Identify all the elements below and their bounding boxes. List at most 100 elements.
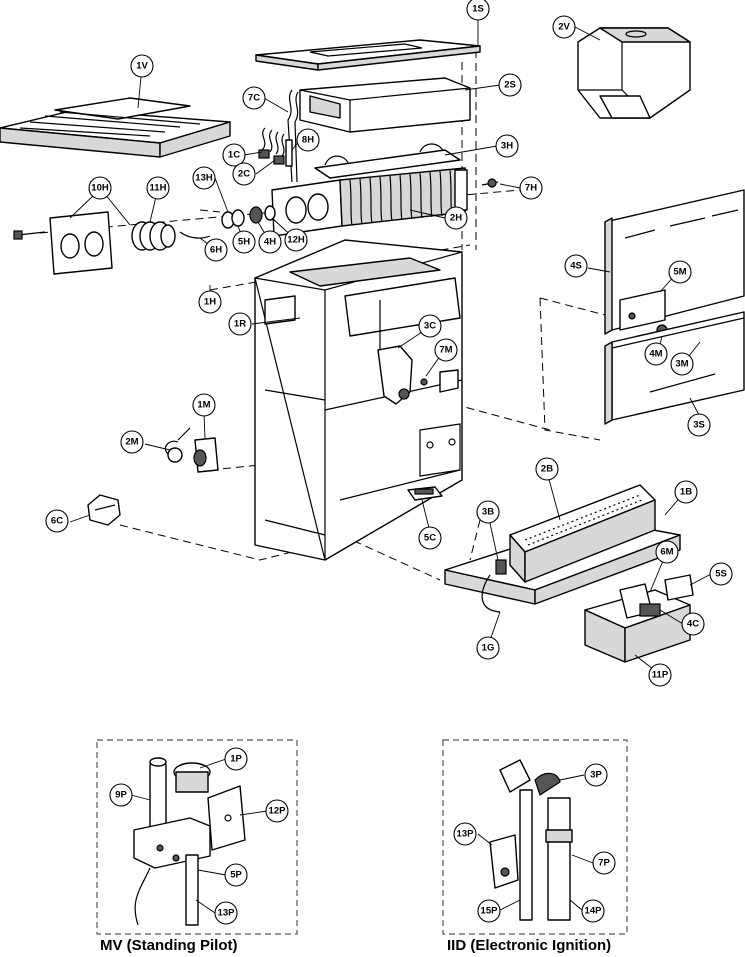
svg-text:12H: 12H <box>287 235 305 246</box>
svg-text:5C: 5C <box>424 533 436 544</box>
cover-2s <box>299 77 471 133</box>
svg-text:12P: 12P <box>269 806 287 817</box>
svg-text:2B: 2B <box>541 464 553 475</box>
svg-text:6C: 6C <box>51 516 63 527</box>
svg-text:5S: 5S <box>715 569 727 580</box>
callout-2h: 2H <box>444 206 468 230</box>
callout-12h: 12H <box>284 228 308 252</box>
svg-text:2H: 2H <box>450 213 462 224</box>
callout-1c: 1C <box>222 143 246 167</box>
callout-4c: 4C <box>681 612 705 636</box>
callout-12p: 12P <box>265 799 289 823</box>
callout-6m: 6M <box>655 540 679 564</box>
front-panel-4s <box>604 189 745 335</box>
callout-1s: 1S <box>466 0 490 21</box>
control-1m <box>164 427 219 473</box>
svg-text:4C: 4C <box>687 619 699 630</box>
cabinet-1r <box>254 239 463 561</box>
callout-5p: 5P <box>224 863 248 887</box>
callout-3h: 3H <box>495 134 519 158</box>
svg-text:9P: 9P <box>115 790 127 801</box>
callout-1b: 1B <box>674 480 698 504</box>
callout-7h: 7H <box>519 176 543 200</box>
vent-top-1v <box>0 97 231 158</box>
callout-1r: 1R <box>228 312 252 336</box>
callout-5m: 5M <box>668 260 692 284</box>
bracket-6c <box>87 494 121 526</box>
callout-5h: 5H <box>232 230 256 254</box>
svg-text:5H: 5H <box>238 237 250 248</box>
svg-text:10H: 10H <box>91 183 109 194</box>
callout-3b: 3B <box>476 500 500 524</box>
svg-text:1H: 1H <box>204 297 216 308</box>
iid-inset-box <box>442 739 628 935</box>
callout-7p: 7P <box>592 851 616 875</box>
svg-text:8H: 8H <box>302 135 314 146</box>
svg-text:4S: 4S <box>570 261 582 272</box>
mv-pilot-assembly <box>133 757 246 926</box>
svg-text:11H: 11H <box>150 183 167 194</box>
callout-2m: 2M <box>120 430 144 454</box>
callout-3m: 3M <box>670 352 694 376</box>
callout-1g: 1G <box>476 636 500 660</box>
header-fittings <box>13 205 276 275</box>
callout-2s: 2S <box>498 73 522 97</box>
callout-6c: 6C <box>45 509 69 533</box>
callout-3s: 3S <box>687 413 711 437</box>
callout-1p: 1P <box>224 747 248 771</box>
draft-hood-2v <box>577 27 691 119</box>
svg-text:6H: 6H <box>210 245 222 256</box>
callout-13p-iid: 13P <box>453 822 477 846</box>
svg-text:14P: 14P <box>585 906 603 917</box>
svg-text:1S: 1S <box>472 4 484 15</box>
callout-1m: 1M <box>192 393 216 417</box>
svg-text:2C: 2C <box>238 169 250 180</box>
heat-exchanger-2h <box>271 167 468 237</box>
svg-text:1B: 1B <box>680 487 692 498</box>
callout-1h: 1H <box>198 290 222 314</box>
svg-text:2M: 2M <box>125 437 138 448</box>
svg-text:1G: 1G <box>482 643 495 654</box>
mv-caption: MV (Standing Pilot) <box>100 937 237 954</box>
svg-text:1V: 1V <box>136 61 148 72</box>
header-3h <box>314 143 461 179</box>
svg-text:1M: 1M <box>197 400 210 411</box>
callout-2v: 2V <box>552 15 576 39</box>
callout-5s: 5S <box>709 562 733 586</box>
svg-text:3P: 3P <box>590 770 602 781</box>
callout-11h: 11H <box>146 176 170 200</box>
svg-text:11P: 11P <box>652 670 669 681</box>
callout-15p: 15P <box>477 899 501 923</box>
svg-text:3S: 3S <box>693 420 705 431</box>
callout-4h: 4H <box>258 230 282 254</box>
callout-3p: 3P <box>584 763 608 787</box>
bypass-7h <box>481 178 499 188</box>
svg-text:7M: 7M <box>439 345 452 356</box>
svg-text:4M: 4M <box>649 349 662 360</box>
callout-2c: 2C <box>232 162 256 186</box>
svg-text:7P: 7P <box>598 858 610 869</box>
iid-pilot-assembly <box>489 759 573 921</box>
svg-text:15P: 15P <box>481 906 499 917</box>
burner-tray-1b <box>444 484 681 613</box>
callout-7c: 7C <box>242 86 266 110</box>
svg-text:13P: 13P <box>457 829 475 840</box>
callout-8h: 8H <box>296 128 320 152</box>
mv-inset-box <box>96 739 298 935</box>
callout-11p: 11P <box>648 663 672 687</box>
callout-5c: 5C <box>418 526 442 550</box>
callout-6h: 6H <box>204 238 228 262</box>
callout-14p: 14P <box>581 899 605 923</box>
svg-text:2S: 2S <box>504 80 516 91</box>
callout-4s: 4S <box>564 254 588 278</box>
svg-text:5P: 5P <box>230 870 242 881</box>
iid-caption: IID (Electronic Ignition) <box>447 937 611 954</box>
callout-3c: 3C <box>418 314 442 338</box>
top-panel-1s <box>255 39 481 71</box>
svg-text:13P: 13P <box>218 908 236 919</box>
svg-text:13H: 13H <box>195 173 213 184</box>
svg-text:7C: 7C <box>248 93 260 104</box>
svg-text:1R: 1R <box>234 319 246 330</box>
svg-text:1P: 1P <box>230 754 242 765</box>
